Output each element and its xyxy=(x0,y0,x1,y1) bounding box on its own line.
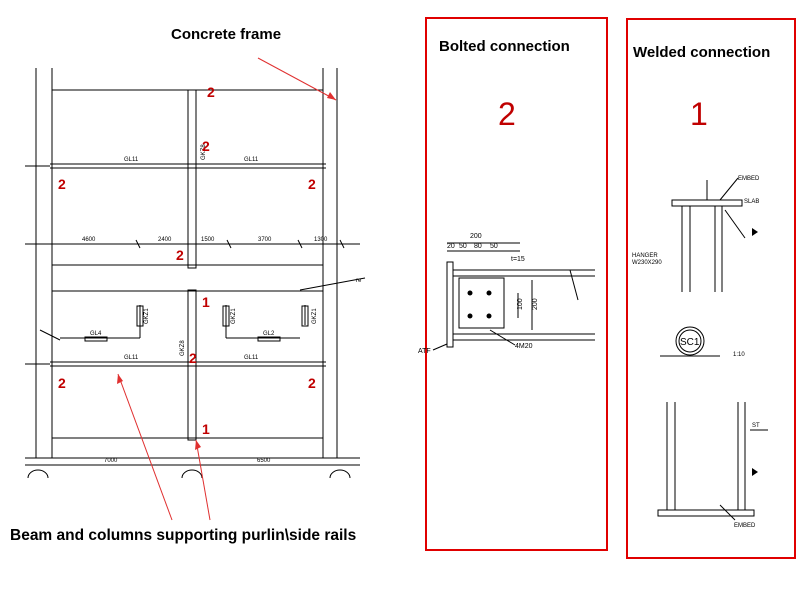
scale-label: 1:10 xyxy=(733,352,745,358)
column-label: GKZ8 xyxy=(180,340,186,356)
beam-label: GL11 xyxy=(244,157,259,163)
dimension: 80 xyxy=(474,243,482,250)
column-label: GKZ1 xyxy=(144,308,150,324)
dimension: 6500 xyxy=(257,458,271,464)
welded-connection-panel xyxy=(626,18,796,559)
column-label: GKZ1 xyxy=(312,308,318,324)
welded-connection-detail xyxy=(657,177,768,521)
connection-marker-2: 2 xyxy=(176,247,184,263)
beam-label: GL11 xyxy=(124,355,139,361)
connection-marker-2: 2 xyxy=(202,138,210,154)
embed-bottom-label: EMBED xyxy=(734,523,756,529)
dimension: 3700 xyxy=(258,237,272,243)
slab-label: SLAB xyxy=(744,199,759,205)
plate-label: t=15 xyxy=(511,256,525,263)
dimension: 200 xyxy=(532,298,539,310)
section-tag: SC1 xyxy=(680,337,700,348)
beam-label: GL11 xyxy=(244,355,259,361)
dimension: 7000 xyxy=(104,458,118,464)
dimension: 4600 xyxy=(82,237,96,243)
bolted-connection-number: 2 xyxy=(498,96,516,132)
left-label: ATF xyxy=(418,348,431,355)
dimension: 100 xyxy=(517,298,524,310)
beam-columns-heading: Beam and columns supporting purlin\side … xyxy=(10,527,357,544)
embed-label: EMBED xyxy=(738,176,760,182)
connection-marker-2: 2 xyxy=(308,176,316,192)
bolted-connection-title: Bolted connection xyxy=(439,38,570,55)
hanger-label: HANGER xyxy=(632,253,658,259)
small-label: GL4 xyxy=(90,331,102,337)
column-label: GKZ8 xyxy=(201,144,207,160)
connection-marker-2: 2 xyxy=(189,350,197,366)
dimension: 50 xyxy=(490,243,498,250)
column-label: GKZ1 xyxy=(231,308,237,324)
connection-marker-2: 2 xyxy=(207,84,215,100)
leader-lines xyxy=(117,57,337,521)
bolt-label: 4M20 xyxy=(515,343,533,350)
hanger-size-label: W230X290 xyxy=(632,260,662,266)
connection-marker-2: 2 xyxy=(58,375,66,391)
dimension: 50 xyxy=(459,243,467,250)
small-label: GL2 xyxy=(263,331,275,337)
dimension: 200 xyxy=(470,233,482,240)
bolted-connection-panel xyxy=(425,17,608,551)
welded-connection-title: Welded connection xyxy=(633,44,771,61)
connection-marker-2: 2 xyxy=(58,176,66,192)
dimension: 1300 xyxy=(314,237,328,243)
dimension: 1500 xyxy=(201,237,215,243)
dimension: 20 xyxy=(447,243,455,250)
bolted-connection-detail xyxy=(432,242,595,351)
welded-connection-number: 1 xyxy=(690,96,708,132)
connection-marker-1: 1 xyxy=(202,294,210,310)
concrete-frame-heading: Concrete frame xyxy=(171,26,282,43)
dimension: 2400 xyxy=(158,237,172,243)
beam-label: GL11 xyxy=(124,157,139,163)
connection-marker-1: 1 xyxy=(202,421,210,437)
st-label: ST xyxy=(752,423,760,429)
side-label: re xyxy=(356,278,362,284)
connection-marker-2: 2 xyxy=(308,375,316,391)
